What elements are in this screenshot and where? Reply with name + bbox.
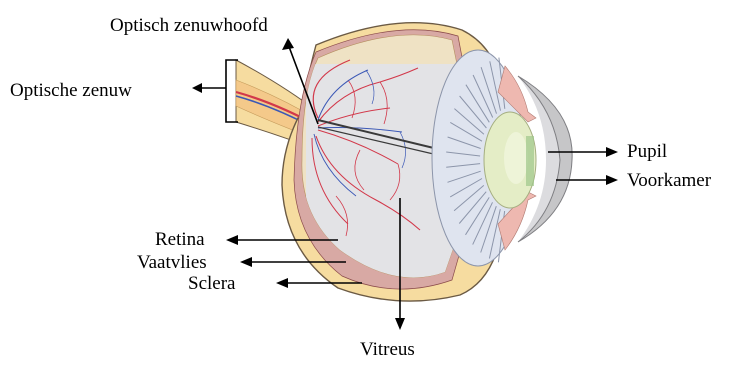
retina-label: Retina (155, 230, 205, 250)
choroid-label: Vaatvlies (137, 253, 207, 273)
vitreous-label: Vitreus (360, 340, 415, 360)
arrowhead (192, 83, 202, 93)
arrowhead (282, 38, 294, 50)
lens-highlight (504, 132, 528, 184)
optic-nerve-label: Optische zenuw (10, 81, 132, 101)
arrowhead (395, 318, 405, 330)
sclera-label: Sclera (188, 274, 235, 294)
arrowhead (606, 147, 618, 157)
arrowhead (240, 257, 252, 267)
pupil-label: Pupil (627, 142, 667, 162)
pupil-opening (526, 136, 534, 186)
arrowhead (226, 235, 238, 245)
anterior-chamber-label: Voorkamer (627, 171, 711, 191)
arrowhead (606, 175, 618, 185)
arrowhead (276, 278, 288, 288)
optic-nerve-head-label: Optisch zenuwhoofd (110, 16, 268, 36)
